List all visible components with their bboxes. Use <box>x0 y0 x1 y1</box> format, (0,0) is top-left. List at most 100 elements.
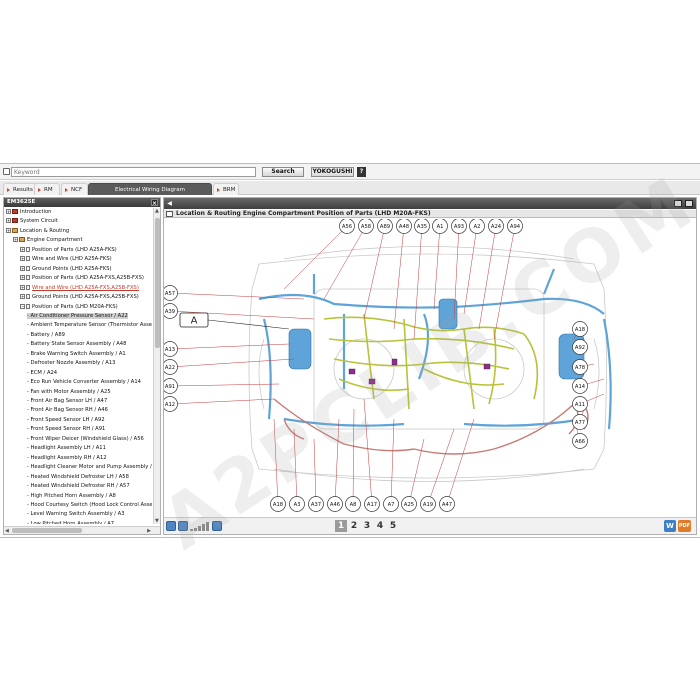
collapse-icon[interactable]: − <box>20 303 25 309</box>
connector-callout[interactable]: A2 <box>469 219 485 234</box>
tree-item[interactable]: - Battery State Sensor Assembly / A48 <box>27 340 126 349</box>
connector-callout[interactable]: A22 <box>164 359 178 375</box>
connector-callout[interactable]: A11 <box>572 396 588 412</box>
connector-callout[interactable]: A14 <box>572 378 588 394</box>
connector-callout[interactable]: A89 <box>377 219 393 234</box>
connector-callout[interactable]: A13 <box>164 341 178 357</box>
scroll-right-icon[interactable]: ▶ <box>147 528 151 534</box>
tree-item[interactable]: - Ambient Temperature Sensor (Thermistor… <box>27 321 152 330</box>
connector-callout[interactable]: A18 <box>572 321 588 337</box>
close-icon[interactable]: × <box>151 199 158 207</box>
tree-item[interactable]: +Position of Parts (LHD A25A-FXS,A25B-FX… <box>20 274 144 283</box>
tree-item[interactable]: - Low Pitched Horn Assembly / A7 <box>27 520 114 524</box>
scroll-down-icon[interactable]: ▼ <box>155 518 159 524</box>
tree-item[interactable]: - Brake Warning Switch Assembly / A1 <box>27 350 126 359</box>
tree-item[interactable]: +System Circuit <box>6 217 58 226</box>
search-input[interactable] <box>11 167 256 177</box>
connector-callout[interactable]: A66 <box>572 433 588 449</box>
print-icon[interactable] <box>674 200 682 207</box>
tree-item[interactable]: - Front Speed Sensor RH / A91 <box>27 425 105 434</box>
tree-item[interactable]: +Ground Points (LHD A25A-FKS) <box>20 265 112 274</box>
scroll-left-icon[interactable]: ◀ <box>5 528 9 534</box>
page-3-button[interactable]: 3 <box>363 521 371 531</box>
connector-callout[interactable]: A24 <box>488 219 504 234</box>
connector-callout[interactable]: A37 <box>308 496 324 512</box>
expand-icon[interactable]: + <box>20 256 25 262</box>
scroll-up-icon[interactable]: ▲ <box>155 208 159 214</box>
tree-item[interactable]: - High Pitched Horn Assembly / A8 <box>27 492 116 501</box>
tree-item[interactable]: +Engine Compartment <box>13 236 82 245</box>
page-4-button[interactable]: 4 <box>376 521 384 531</box>
tab-results[interactable]: Results <box>3 183 38 195</box>
horizontal-scrollbar[interactable]: ◀ ▶ <box>4 526 160 534</box>
tree-item[interactable]: - Eco Run Vehicle Converter Assembly / A… <box>27 378 141 387</box>
tree-item[interactable]: - Front Air Bag Sensor RH / A46 <box>27 406 108 415</box>
connector-callout[interactable]: A56 <box>339 219 355 234</box>
new-window-icon[interactable] <box>685 200 693 207</box>
connector-callout[interactable]: A78 <box>572 359 588 375</box>
expand-icon[interactable]: + <box>20 275 25 281</box>
connector-callout[interactable]: A12 <box>164 396 178 412</box>
word-export-button[interactable]: W <box>664 520 676 532</box>
tree-item[interactable]: - Front Speed Sensor LH / A92 <box>27 416 105 425</box>
tree-item[interactable]: - Headlight Assembly LH / A11 <box>27 444 106 453</box>
zoom-level-indicator[interactable] <box>190 522 212 531</box>
tree-item[interactable]: +Introduction <box>6 208 51 217</box>
connector-callout[interactable]: A39 <box>164 303 178 319</box>
tab-rm[interactable]: RM <box>34 183 60 195</box>
tree-item[interactable]: - Headlight Assembly RH / A12 <box>27 454 107 463</box>
connector-callout[interactable]: A8 <box>345 496 361 512</box>
tab-ncf[interactable]: NCF <box>61 183 88 195</box>
connector-callout[interactable]: A91 <box>164 378 178 394</box>
tree-item[interactable]: - Front Air Bag Sensor LH / A47 <box>27 397 107 406</box>
connector-callout[interactable]: A57 <box>164 285 178 301</box>
scrollbar-thumb[interactable] <box>155 218 160 348</box>
connector-callout[interactable]: A18 <box>270 496 286 512</box>
search-button[interactable]: Search <box>262 167 304 177</box>
connector-callout[interactable]: A92 <box>572 339 588 355</box>
connector-callout[interactable]: A93 <box>451 219 467 234</box>
tree-item[interactable]: - Air Conditioner Pressure Sensor / A22 <box>27 312 128 321</box>
expand-icon[interactable]: + <box>6 209 11 214</box>
tree-item[interactable]: - Front Wiper Deicer (Windshield Glass) … <box>27 435 144 444</box>
tree-item[interactable]: +Wire and Wire (LHD A25A-FXS,A25B-FXS) <box>20 284 139 293</box>
tree-item[interactable]: +Position of Parts (LHD A25A-FKS) <box>20 246 117 255</box>
tree-item[interactable]: −Position of Parts (LHD M20A-FKS) <box>20 303 118 312</box>
connector-callout[interactable]: A3 <box>289 496 305 512</box>
expand-icon[interactable]: + <box>6 218 11 224</box>
connector-callout[interactable]: A7 <box>383 496 399 512</box>
scrollbar-thumb[interactable] <box>12 528 82 533</box>
tab-brm[interactable]: BRM <box>213 183 239 195</box>
zoom-in-icon[interactable] <box>212 521 222 531</box>
tree-item[interactable]: - Headlight Cleaner Motor and Pump Assem… <box>27 463 152 472</box>
tree-item[interactable]: - Hood Courtesy Switch (Hood Lock Contro… <box>27 501 152 510</box>
collapse-panel-button[interactable]: ◀ <box>167 200 172 207</box>
connector-callout[interactable]: A58 <box>358 219 374 234</box>
page-5-button[interactable]: 5 <box>389 521 397 531</box>
connector-callout[interactable]: A17 <box>364 496 380 512</box>
tree-item[interactable]: - Level Warning Switch Assembly / A3 <box>27 510 125 519</box>
connector-callout[interactable]: A46 <box>327 496 343 512</box>
pdf-export-button[interactable]: PDF <box>678 520 691 532</box>
connector-callout[interactable]: A47 <box>439 496 455 512</box>
connector-callout[interactable]: A35 <box>414 219 430 234</box>
connector-callout[interactable]: A48 <box>396 219 412 234</box>
tab-electrical-wiring-diagram[interactable]: Electrical Wiring Diagram <box>88 183 212 195</box>
refresh-icon[interactable] <box>166 521 176 531</box>
expand-icon[interactable]: + <box>20 284 25 290</box>
connector-callout[interactable]: A25 <box>401 496 417 512</box>
help-button[interactable]: ? <box>357 167 366 177</box>
connector-callout[interactable]: A19 <box>420 496 436 512</box>
connector-callout[interactable]: A94 <box>507 219 523 234</box>
expand-icon[interactable]: + <box>6 227 11 233</box>
zoom-out-icon[interactable] <box>178 521 188 531</box>
page-2-button[interactable]: 2 <box>350 521 358 531</box>
tree-item[interactable]: - Heated Windshield Defroster LH / A58 <box>27 473 129 482</box>
expand-icon[interactable]: + <box>13 237 18 243</box>
tree-item[interactable]: - Defroster Nozzle Assembly / A13 <box>27 359 115 368</box>
main-label-a[interactable]: A <box>179 312 290 330</box>
expand-icon[interactable]: + <box>20 246 25 252</box>
tree-item[interactable]: +Wire and Wire (LHD A25A-FKS) <box>20 255 112 264</box>
